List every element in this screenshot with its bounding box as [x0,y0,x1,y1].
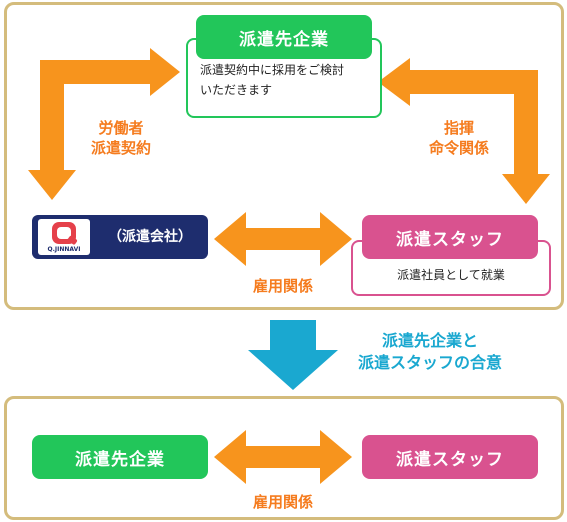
left-contract-arrow [28,48,180,200]
staff-title: 派遣スタッフ [396,229,504,250]
client-note-line-2: いただきます [200,83,273,97]
bottom-staff-title: 派遣スタッフ [396,449,504,470]
agency-logo-text: Q.JINNAVI [47,246,81,253]
contract-label-line-1: 労働者 [98,119,144,137]
employment-label-top: 雇用関係 [252,277,313,295]
bottom-client-title: 派遣先企業 [75,449,165,470]
agreement-down-arrow [248,320,338,390]
employment-label-bottom: 雇用関係 [252,493,313,511]
bottom-staff-box: 派遣スタッフ [362,435,538,479]
agency-label: （派遣会社） [108,229,192,245]
client-title: 派遣先企業 [239,29,329,50]
command-label-line-1: 指揮 [443,119,474,137]
bottom-employment-arrow [214,430,352,484]
agreement-label: 派遣先企業と 派遣スタッフの合意 [330,330,530,374]
agreement-label-line-2: 派遣スタッフの合意 [357,353,502,372]
client-title-box: 派遣先企業 [196,15,372,59]
command-label-line-2: 命令関係 [428,139,489,157]
right-command-arrow [378,58,550,204]
top-employment-arrow [214,212,352,266]
agency-box: Q.JINNAVI （派遣会社） [32,215,208,259]
contract-label: 労働者 派遣契約 [76,118,166,158]
client-note-line-1: 派遣契約中に採用をご検討 [200,63,345,77]
staff-title-box: 派遣スタッフ [362,215,538,259]
bottom-client-box: 派遣先企業 [32,435,208,479]
staff-note: 派遣社員として就業 [397,268,505,282]
q-logo-icon [52,222,78,245]
agency-logo: Q.JINNAVI [38,219,90,255]
agreement-label-line-1: 派遣先企業と [381,331,478,350]
command-label: 指揮 命令関係 [414,118,504,158]
contract-label-line-2: 派遣契約 [90,139,151,157]
